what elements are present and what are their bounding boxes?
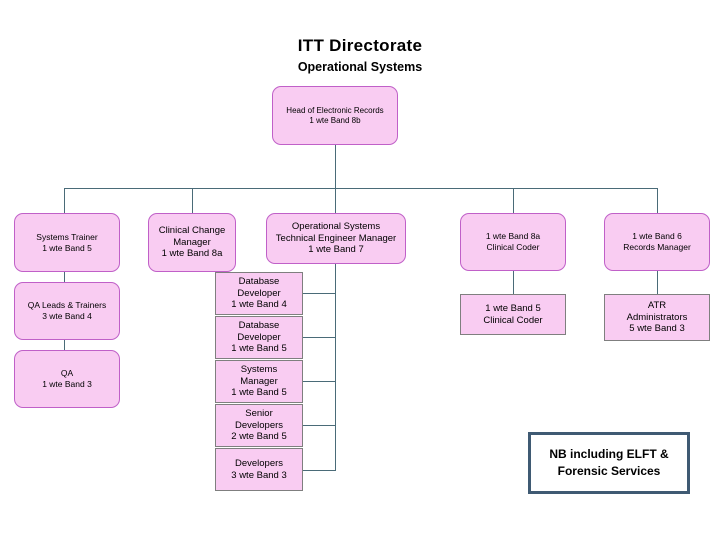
node-line-2: Clinical Coder xyxy=(483,314,543,326)
note-line-2: Forensic Services xyxy=(557,464,661,478)
node-line-3: 1 wte Band 4 xyxy=(231,299,287,311)
node-line-2: Manager xyxy=(240,375,278,387)
connector-drop-col1 xyxy=(64,188,65,213)
node-line-1: 1 wte Band 8a xyxy=(485,231,541,242)
node-database-developer-band-4[interactable]: Database Developer 1 wte Band 4 xyxy=(215,272,303,315)
node-line-2: Developer xyxy=(237,331,281,343)
node-line-2: Developer xyxy=(237,287,281,299)
node-line-1: ATR xyxy=(647,299,667,311)
connector-col1-1-2 xyxy=(64,272,65,282)
node-records-manager[interactable]: 1 wte Band 6 Records Manager xyxy=(604,213,710,271)
connector-root-stem xyxy=(335,145,336,188)
node-line-2: 1 wte Band 5 xyxy=(42,242,92,253)
node-line-2: Administrators xyxy=(626,311,688,323)
node-line-3: 1 wte Band 5 xyxy=(231,387,287,399)
connector-col3-branch-4 xyxy=(303,425,335,426)
connector-col3-branch-3 xyxy=(303,381,335,382)
node-line-1: 1 wte Band 6 xyxy=(632,231,682,242)
connector-drop-col5 xyxy=(657,188,658,213)
node-database-developer-band-5[interactable]: Database Developer 1 wte Band 5 xyxy=(215,316,303,359)
node-operational-systems-technical-engineer-manager[interactable]: Operational Systems Technical Engineer M… xyxy=(266,213,406,264)
node-line-1: Systems xyxy=(240,363,278,375)
connector-col3-branch-2 xyxy=(303,337,335,338)
connector-col5-1-2 xyxy=(657,271,658,294)
connector-col1-2-3 xyxy=(64,340,65,350)
page-title: ITT Directorate xyxy=(297,36,423,55)
node-line-1: Senior xyxy=(245,407,273,419)
node-line-1: Systems Trainer xyxy=(36,231,98,242)
node-systems-manager[interactable]: Systems Manager 1 wte Band 5 xyxy=(215,360,303,403)
node-line-1: Clinical Change xyxy=(158,224,226,236)
node-line-2: Clinical Coder xyxy=(486,242,540,252)
connector-col3-branch-5 xyxy=(303,470,335,471)
node-line-1: Developers xyxy=(234,457,284,469)
node-clinical-change-manager[interactable]: Clinical Change Manager 1 wte Band 8a xyxy=(148,213,236,272)
node-head-of-electronic-records[interactable]: Head of Electronic Records 1 wte Band 8b xyxy=(272,86,398,145)
node-line-3: 1 wte Band 7 xyxy=(308,244,364,256)
node-line-2: Records Manager xyxy=(623,242,691,252)
node-clinical-coder-band-5[interactable]: 1 wte Band 5 Clinical Coder xyxy=(460,294,566,335)
node-clinical-coder-band-8a[interactable]: 1 wte Band 8a Clinical Coder xyxy=(460,213,566,271)
node-line-3: 1 wte Band 8a xyxy=(161,248,223,260)
node-systems-trainer[interactable]: Systems Trainer 1 wte Band 5 xyxy=(14,213,120,272)
node-line-1: 1 wte Band 5 xyxy=(485,302,541,314)
connector-bus xyxy=(64,188,658,189)
connector-drop-col3 xyxy=(335,188,336,213)
node-line-1: Operational Systems xyxy=(291,220,381,232)
node-developers[interactable]: Developers 3 wte Band 3 xyxy=(215,448,303,491)
node-line-1: Database xyxy=(238,275,280,287)
node-qa[interactable]: QA 1 wte Band 3 xyxy=(14,350,120,408)
node-line-2: Manager xyxy=(173,236,211,248)
node-line-2: 1 wte Band 8b xyxy=(309,115,361,125)
node-qa-leads-and-trainers[interactable]: QA Leads & Trainers 3 wte Band 4 xyxy=(14,282,120,340)
connector-col3-branch-1 xyxy=(303,293,335,294)
node-line-2: 3 wte Band 3 xyxy=(231,469,287,481)
connector-col3-spine xyxy=(335,264,336,471)
node-line-1: Database xyxy=(238,319,280,331)
node-line-2: 3 wte Band 4 xyxy=(42,311,92,321)
node-senior-developers[interactable]: Senior Developers 2 wte Band 5 xyxy=(215,404,303,447)
note-box: NB including ELFT & Forensic Services xyxy=(528,432,690,494)
node-line-2: Developers xyxy=(234,419,284,431)
connector-drop-col2 xyxy=(192,188,193,213)
node-line-3: 1 wte Band 5 xyxy=(231,343,287,355)
connector-col4-1-2 xyxy=(513,271,514,294)
note-line-1: NB including ELFT & xyxy=(549,446,669,461)
node-line-1: QA xyxy=(60,368,74,379)
node-line-3: 5 wte Band 3 xyxy=(629,323,685,335)
node-line-2: Technical Engineer Manager xyxy=(275,232,397,244)
connector-drop-col4 xyxy=(513,188,514,213)
page-subtitle: Operational Systems xyxy=(297,60,423,74)
node-line-1: QA Leads & Trainers xyxy=(27,300,107,311)
node-atr-administrators[interactable]: ATR Administrators 5 wte Band 3 xyxy=(604,294,710,341)
node-line-2: 1 wte Band 3 xyxy=(42,379,92,389)
node-line-1: Head of Electronic Records xyxy=(286,105,384,115)
node-line-3: 2 wte Band 5 xyxy=(231,431,287,443)
